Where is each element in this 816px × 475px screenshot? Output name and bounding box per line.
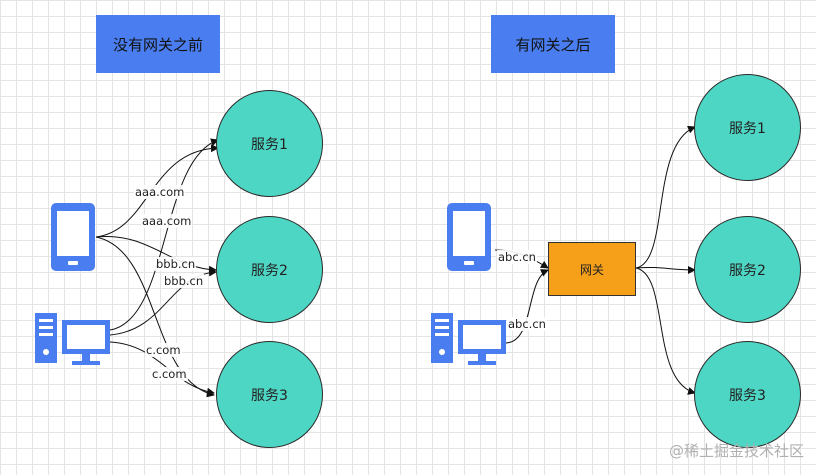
desktop-computer-icon (431, 313, 506, 365)
edge-label-aaa-1: aaa.com (134, 185, 186, 199)
left-service-2: 服务2 (216, 216, 323, 323)
left-service-1: 服务1 (216, 90, 323, 197)
title-before-gateway: 没有网关之前 (96, 15, 220, 73)
edge-phone-service3 (95, 236, 215, 398)
edge-gateway-service3 (635, 267, 696, 395)
edge-phone-service2 (95, 236, 217, 274)
right-service-3: 服务3 (694, 341, 801, 448)
gateway-box: 网关 (548, 242, 636, 296)
edge-label-abc-desktop: abc.cn (507, 317, 547, 331)
edge-label-abc-phone: abc.cn (497, 250, 537, 264)
right-service-1: 服务1 (694, 74, 801, 181)
edge-label-bbb-1: bbb.cn (155, 257, 197, 271)
watermark: @稀土掘金技术社区 (668, 442, 804, 460)
edge-desktop-service1 (109, 138, 219, 331)
edge-desktop-gateway (504, 269, 549, 344)
phone-icon (447, 203, 491, 271)
phone-icon (51, 203, 95, 271)
edge-label-c-1: c.com (145, 343, 182, 357)
edge-label-aaa-2: aaa.com (141, 214, 193, 228)
edge-label-c-2: c.com (151, 367, 188, 381)
title-after-gateway: 有网关之后 (491, 15, 615, 73)
right-service-2: 服务2 (694, 216, 801, 323)
edge-label-bbb-2: bbb.cn (163, 274, 205, 288)
left-service-3: 服务3 (216, 341, 323, 448)
edge-gateway-service2 (635, 265, 696, 274)
edge-desktop-service3 (109, 341, 215, 396)
edge-gateway-service1 (635, 125, 696, 269)
desktop-computer-icon (35, 313, 110, 365)
